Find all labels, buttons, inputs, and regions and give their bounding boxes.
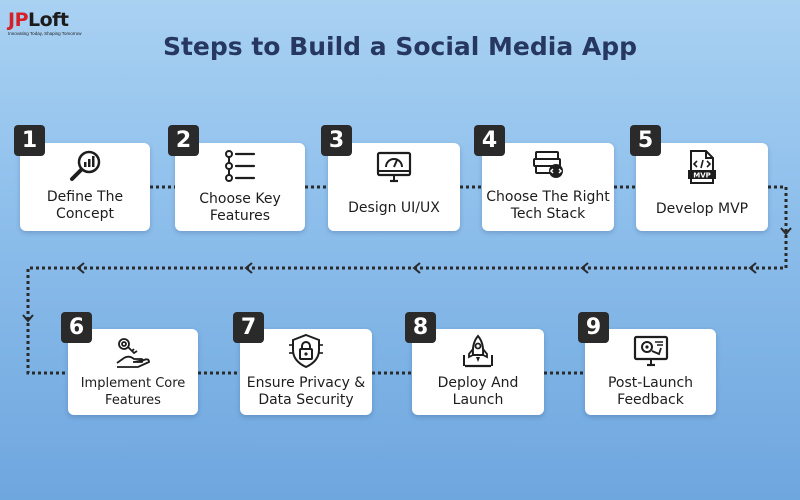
- arrow-left-icon: [748, 262, 757, 274]
- step-label: Design UI/UX: [348, 200, 440, 216]
- hand-gear-icon: [116, 338, 150, 368]
- step-card-7: Ensure Privacy & Data Security: [240, 329, 372, 415]
- step-card-8: Deploy And Launch: [412, 329, 544, 415]
- step-card-9: Post-Launch Feedback: [585, 329, 716, 415]
- step-number-badge: 7: [233, 312, 264, 343]
- step-number-badge: 1: [14, 125, 45, 156]
- step-card-3: Design UI/UX: [328, 143, 460, 231]
- rocket-launch-icon: [463, 334, 493, 368]
- step-label: Deploy And Launch: [437, 375, 519, 408]
- mvp-file-icon: MVP: [688, 150, 716, 184]
- brand-tagline: Innovating Today, Shaping Tomorrow: [8, 31, 82, 36]
- step-card-2: Choose Key Features: [175, 143, 305, 231]
- step-label: Implement Core Features: [80, 376, 186, 408]
- step-number-badge: 9: [578, 312, 609, 343]
- design-monitor-icon: [376, 151, 412, 183]
- step-card-4: Choose The Right Tech Stack: [482, 143, 614, 231]
- step-label: Define The Concept: [46, 189, 124, 222]
- security-lock-icon: [289, 333, 323, 369]
- step-number-badge: 2: [168, 125, 199, 156]
- brand-logo: JPLoft Innovating Today, Shaping Tomorro…: [8, 10, 82, 36]
- feature-list-icon: [225, 150, 256, 182]
- analytics-search-icon: [70, 150, 101, 181]
- step-label: Develop MVP: [655, 201, 749, 217]
- step-card-6: Implement Core Features: [68, 329, 198, 415]
- step-number-badge: 4: [474, 125, 505, 156]
- step-number-badge: 6: [61, 312, 92, 343]
- step-card-1: Define The Concept: [20, 143, 150, 231]
- tech-stack-icon: [533, 151, 563, 178]
- arrow-left-icon: [244, 262, 253, 274]
- step-number-badge: 3: [321, 125, 352, 156]
- step-label: Post-Launch Feedback: [607, 375, 694, 408]
- arrow-down-icon: [780, 227, 792, 236]
- step-card-5: MVP Develop MVP: [636, 143, 768, 231]
- arrow-left-icon: [580, 262, 589, 274]
- page-title: Steps to Build a Social Media App: [162, 32, 638, 61]
- brand-name-part1: JP: [8, 9, 29, 31]
- brand-name: JPLoft: [8, 10, 82, 30]
- arrow-left-icon: [76, 262, 85, 274]
- step-label: Choose Key Features: [199, 191, 281, 224]
- step-number-badge: 8: [405, 312, 436, 343]
- arrow-left-icon: [412, 262, 421, 274]
- step-label: Choose The Right Tech Stack: [486, 189, 610, 222]
- feedback-monitor-icon: [633, 335, 668, 367]
- step-number-badge: 5: [630, 125, 661, 156]
- svg-text:MVP: MVP: [693, 172, 711, 180]
- arrow-down-icon: [22, 314, 34, 323]
- step-label: Ensure Privacy & Data Security: [246, 375, 366, 408]
- brand-name-part2: Loft: [28, 9, 69, 31]
